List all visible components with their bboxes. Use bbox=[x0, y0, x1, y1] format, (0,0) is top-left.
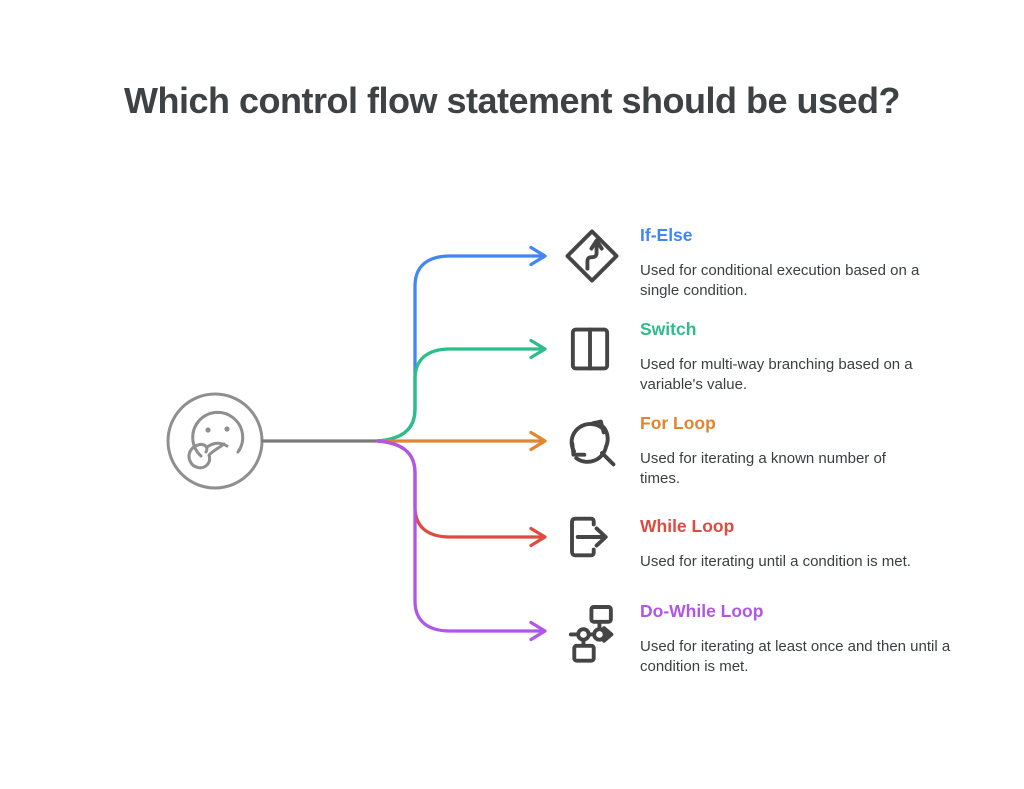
branch-description: Used for multi-way branching based on a … bbox=[640, 356, 913, 393]
if-else-icon-svg bbox=[565, 229, 619, 283]
if-else-icon bbox=[560, 224, 624, 288]
if-else-connector bbox=[376, 245, 547, 443]
branch-title: Do-While Loop bbox=[640, 601, 764, 621]
do-while-loop-icon bbox=[564, 599, 628, 663]
switch-connector bbox=[376, 338, 547, 443]
do-while-loop-connector bbox=[376, 439, 547, 642]
thinking-face-icon bbox=[166, 392, 264, 490]
branch-switch: Switch Used for multi-way branching base… bbox=[640, 318, 962, 394]
while-loop-connector bbox=[376, 439, 547, 548]
branch-description: Used for conditional execution based on … bbox=[640, 262, 920, 299]
branch-title: For Loop bbox=[640, 413, 716, 433]
branch-description: Used for iterating at least once and the… bbox=[640, 638, 951, 675]
branch-description: Used for iterating a known number of tim… bbox=[640, 450, 886, 487]
do-while-loop-icon-svg bbox=[568, 605, 614, 663]
for-loop-icon bbox=[558, 409, 622, 473]
page-title: Which control flow statement should be u… bbox=[123, 80, 901, 121]
switch-icon bbox=[558, 317, 622, 381]
switch-icon-svg bbox=[570, 327, 610, 371]
while-loop-icon-svg bbox=[570, 516, 608, 558]
branch-for-loop: For Loop Used for iterating a known numb… bbox=[640, 412, 912, 488]
while-loop-icon bbox=[556, 505, 620, 569]
branch-title: While Loop bbox=[640, 516, 735, 536]
branch-do-while-loop: Do-While Loop Used for iterating at leas… bbox=[640, 600, 962, 676]
branch-description: Used for iterating until a condition is … bbox=[640, 553, 911, 570]
branch-title: Switch bbox=[640, 319, 697, 339]
branch-while-loop: While Loop Used for iterating until a co… bbox=[640, 515, 962, 572]
branch-if-else: If-Else Used for conditional execution b… bbox=[640, 224, 962, 300]
branch-title: If-Else bbox=[640, 225, 693, 245]
for-loop-icon-svg bbox=[569, 419, 616, 467]
for-loop-connector bbox=[376, 430, 547, 452]
